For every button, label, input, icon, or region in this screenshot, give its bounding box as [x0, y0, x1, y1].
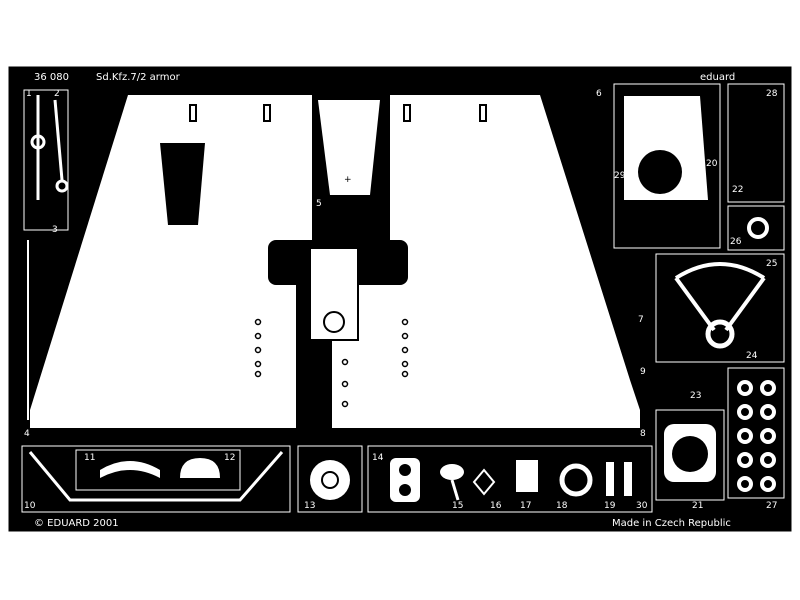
part-number-3: 3: [52, 225, 58, 235]
eduard-logo: eduard: [700, 72, 735, 83]
part-14-hole-bottom: [399, 484, 411, 496]
part-13-center: [321, 471, 339, 489]
part-19: [606, 462, 614, 496]
center-plate-hole: [323, 311, 345, 333]
part-number-29: 29: [614, 171, 626, 181]
copyright-text: © EDUARD 2001: [34, 518, 119, 529]
part-number-8: 8: [640, 429, 646, 439]
gauge-arm-left: [674, 276, 716, 332]
top-hatch-part: [318, 100, 380, 195]
part-26-frame: [727, 205, 785, 251]
part-number-labels: 1 2 3 4 5 6 7 8 9 10 11 12 13 14 15 16 1…: [24, 89, 778, 511]
part-1-frame: [23, 89, 69, 231]
part-20-hatch: [638, 150, 682, 194]
part-number-12: 12: [224, 453, 235, 463]
part-number-5: 5: [316, 199, 322, 209]
part-26-ring: [747, 217, 769, 239]
gauge-hub: [705, 319, 735, 349]
part-number-10: 10: [24, 501, 36, 511]
rivet-holes: [254, 318, 409, 408]
part-number-19: 19: [604, 501, 616, 511]
part-14-hole-top: [399, 464, 411, 476]
right-armor-plate: [332, 95, 640, 428]
part-16: [472, 468, 496, 496]
part-number-20: 20: [706, 159, 718, 169]
part-number-1: 1: [26, 89, 32, 99]
part-number-6: 6: [596, 89, 602, 99]
set-code: 36 080: [34, 72, 69, 83]
part-number-9: 9: [640, 367, 646, 377]
part-20-frame: [613, 83, 721, 249]
part-13-disc: [310, 460, 350, 500]
part-12-dome: [180, 458, 220, 478]
part-number-24: 24: [746, 351, 758, 361]
part-13-frame: [297, 445, 363, 513]
ring-parts: [737, 380, 776, 492]
part-number-21: 21: [692, 501, 703, 511]
part-number-16: 16: [490, 501, 502, 511]
part-number-26: 26: [730, 237, 742, 247]
part-number-7: 7: [638, 315, 644, 325]
main-armor-plate: [30, 95, 296, 428]
slot-mark: [263, 104, 271, 122]
part-21-frame: [655, 409, 725, 501]
part-1-ring: [30, 134, 46, 150]
part-21-hole: [672, 436, 708, 472]
origin-text: Made in Czech Republic: [612, 518, 731, 529]
part-14: [390, 458, 420, 502]
part-number-30: 30: [636, 501, 648, 511]
part-number-13: 13: [304, 501, 315, 511]
set-title: Sd.Kfz.7/2 armor: [96, 72, 181, 83]
part-11-arc: [100, 461, 160, 478]
slot-mark: [403, 104, 411, 122]
center-armor-plate: [296, 95, 312, 250]
part-number-28: 28: [766, 89, 778, 99]
part-number-15: 15: [452, 501, 463, 511]
part-number-4: 4: [24, 429, 30, 439]
part-number-23: 23: [690, 391, 701, 401]
part-number-17: 17: [520, 501, 531, 511]
part-10-bar: [28, 451, 284, 502]
part-number-25: 25: [766, 259, 777, 269]
cross-mark: +: [344, 175, 352, 185]
slot-mark: [189, 104, 197, 122]
gauge-arc: [674, 262, 766, 280]
part-number-14: 14: [372, 453, 384, 463]
slot-mark: [479, 104, 487, 122]
parts-14-20-frame: [367, 445, 653, 513]
part-number-11: 11: [84, 453, 95, 463]
part-18: [559, 463, 593, 497]
part-22-frame: [727, 83, 785, 203]
part-number-2: 2: [54, 89, 60, 99]
part-number-22: 22: [732, 185, 743, 195]
part-number-18: 18: [556, 501, 568, 511]
windshield-cutout: [160, 143, 205, 225]
part-11-frame: [75, 449, 241, 491]
part-15: [440, 464, 464, 480]
part-15-stem: [450, 479, 460, 501]
part-number-27: 27: [766, 501, 777, 511]
part-30: [624, 462, 632, 496]
part-2-ring: [55, 179, 69, 193]
gauge-arm-right: [724, 276, 766, 332]
part-27-frame: [727, 367, 785, 499]
part-17: [516, 460, 538, 492]
part-10-frame: [21, 445, 291, 513]
part-25-frame: [655, 253, 785, 363]
part-2-rod: [53, 99, 64, 181]
